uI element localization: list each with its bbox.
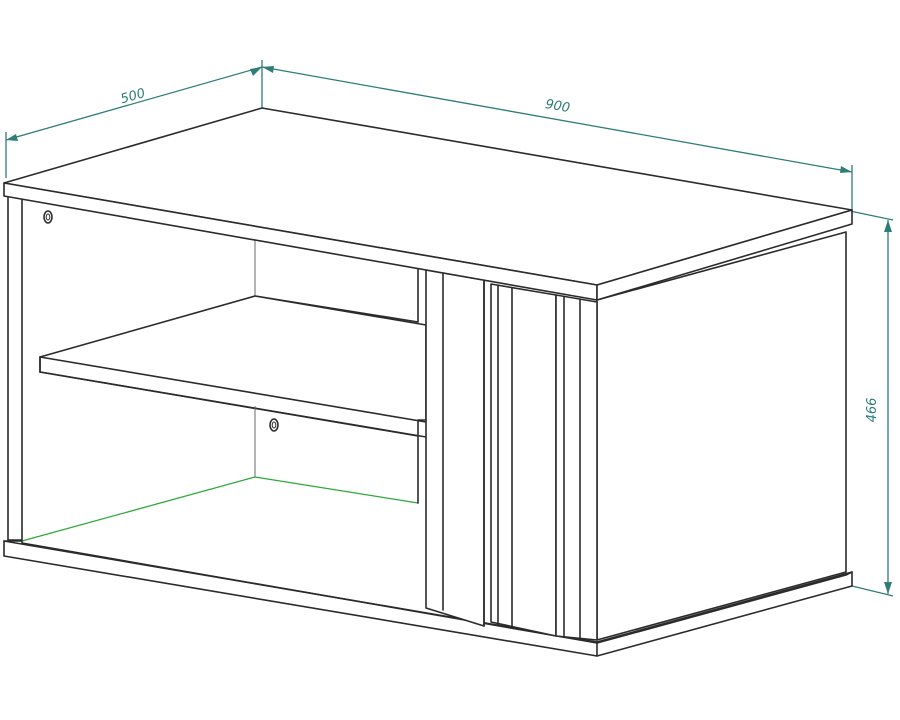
top-panel [3,107,853,301]
depth-label: 500 [119,86,147,107]
sliding-door-front [490,283,557,637]
sliding-door-back [425,269,485,627]
width-label: 900 [544,97,571,116]
connector-hole-left [43,210,53,224]
dimension-height: 466 [849,210,894,597]
bottom-inner-edge [21,476,419,542]
height-label: 466 [865,398,880,423]
middle-shelf [39,295,427,438]
dimension-depth: 500 [5,60,263,178]
door-rail [555,294,598,641]
left-side-panel [7,195,23,541]
right-side-panel [596,231,847,641]
dimension-width: 900 [261,66,853,210]
bottom-panel [3,540,853,657]
connector-hole-middle [269,418,279,432]
